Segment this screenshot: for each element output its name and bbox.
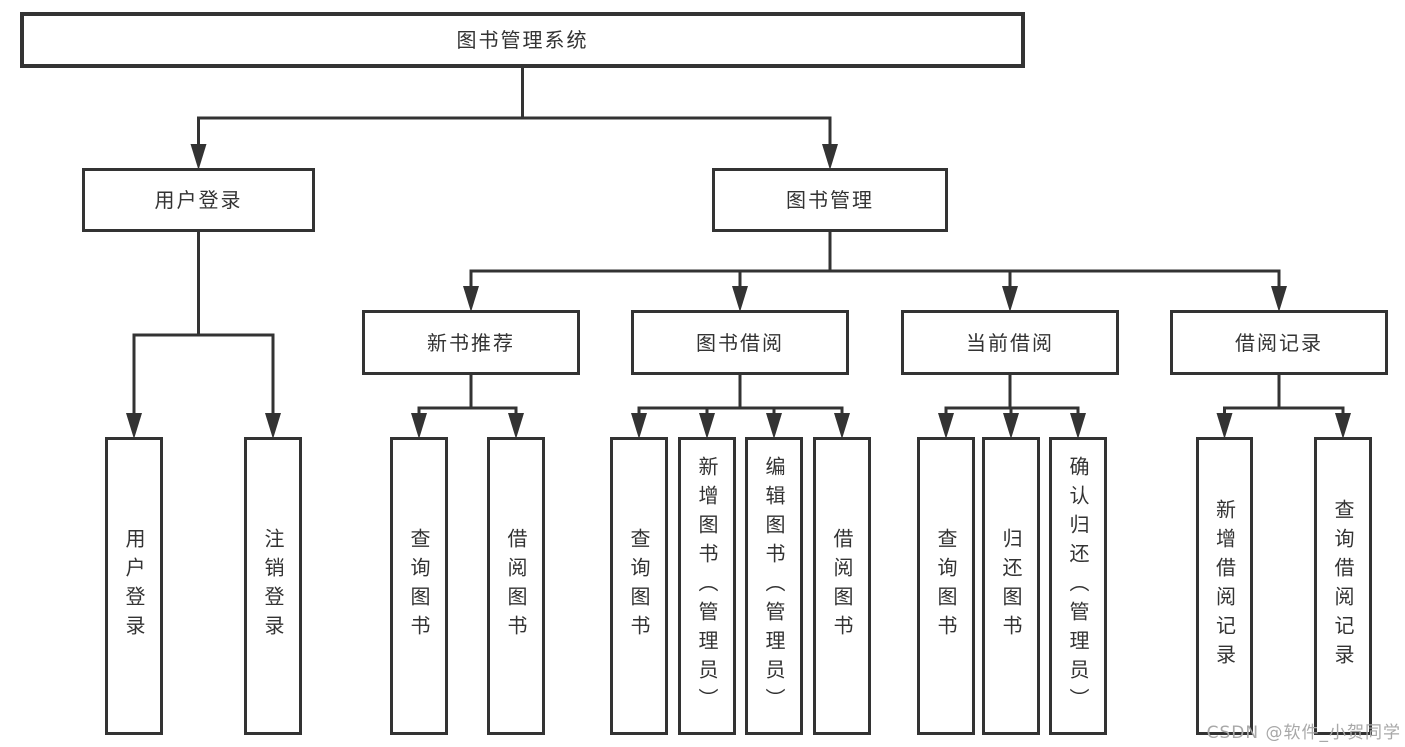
node-label-bb-query: 查询图书	[627, 528, 651, 644]
node-label-bb-borrow: 借阅图书	[830, 528, 854, 644]
node-user-login-op: 用户登录	[105, 437, 163, 735]
node-root: 图书管理系统	[20, 12, 1025, 68]
node-borrow-records: 借阅记录	[1170, 310, 1388, 375]
node-rec-borrow: 借阅图书	[487, 437, 545, 735]
node-label-cb-query: 查询图书	[934, 528, 958, 644]
csdn-watermark: CSDN @软件_小贺同学	[1206, 723, 1401, 743]
node-br-add: 新增借阅记录	[1196, 437, 1253, 735]
node-label-root: 图书管理系统	[456, 28, 589, 52]
node-label-new-rec: 新书推荐	[427, 330, 515, 355]
node-label-bb-add: 新增图书（管理员）	[695, 455, 719, 717]
node-label-user-login: 用户登录	[154, 188, 243, 212]
node-label-borrow-records: 借阅记录	[1235, 330, 1323, 355]
node-user-login: 用户登录	[82, 168, 315, 232]
node-label-book-mgmt: 图书管理	[786, 188, 874, 212]
node-label-logout-op: 注销登录	[261, 528, 285, 644]
node-label-cb-confirm: 确认归还（管理员）	[1066, 455, 1090, 717]
node-new-rec: 新书推荐	[362, 310, 580, 375]
node-bb-edit: 编辑图书（管理员）	[745, 437, 803, 735]
node-bb-borrow: 借阅图书	[813, 437, 871, 735]
node-label-br-query: 查询借阅记录	[1331, 499, 1355, 673]
node-book-borrow: 图书借阅	[631, 310, 849, 375]
node-cb-confirm: 确认归还（管理员）	[1049, 437, 1107, 735]
node-label-rec-query: 查询图书	[407, 528, 431, 644]
node-current-borrow: 当前借阅	[901, 310, 1119, 375]
node-label-bb-edit: 编辑图书（管理员）	[762, 455, 786, 717]
node-br-query: 查询借阅记录	[1314, 437, 1372, 735]
node-label-user-login-op: 用户登录	[122, 528, 146, 644]
node-bb-query: 查询图书	[610, 437, 668, 735]
node-label-rec-borrow: 借阅图书	[504, 528, 528, 644]
node-bb-add: 新增图书（管理员）	[678, 437, 736, 735]
node-label-current-borrow: 当前借阅	[966, 330, 1054, 355]
node-label-br-add: 新增借阅记录	[1212, 499, 1237, 673]
node-rec-query: 查询图书	[390, 437, 448, 735]
node-book-mgmt: 图书管理	[712, 168, 948, 232]
node-label-book-borrow: 图书借阅	[696, 330, 784, 355]
node-label-cb-return: 归还图书	[999, 528, 1023, 644]
node-cb-return: 归还图书	[982, 437, 1040, 735]
node-cb-query: 查询图书	[917, 437, 975, 735]
node-logout-op: 注销登录	[244, 437, 302, 735]
